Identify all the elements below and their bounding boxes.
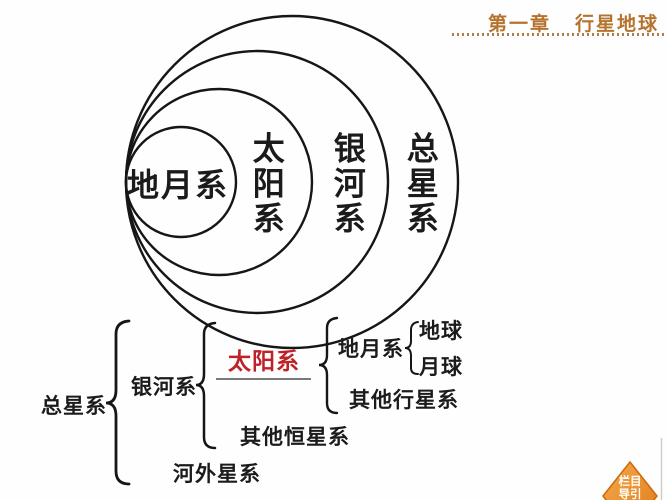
circle-label-solar-system: 太阳系 bbox=[248, 131, 285, 237]
brace-milky-way bbox=[195, 321, 217, 450]
ring-total-galaxy bbox=[124, 14, 460, 350]
tree-label-earth: 地球 bbox=[419, 318, 463, 343]
brace-solar-system bbox=[318, 316, 339, 415]
chapter-header: 第一章 行星地球 bbox=[488, 9, 659, 36]
badge-diamond-icon[interactable] bbox=[602, 460, 658, 500]
tree-label-extragalactic-systems: 河外星系 bbox=[173, 461, 261, 486]
corner-badge[interactable]: 栏目 导引 bbox=[602, 460, 658, 500]
badge-line2: 导引 bbox=[619, 487, 642, 500]
tree-label-other-planet-systems: 其他行星系 bbox=[349, 387, 459, 412]
tree-label-total-galaxy: 总星系 bbox=[41, 393, 107, 418]
chapter-title: 行星地球 bbox=[574, 14, 659, 35]
tree-label-other-star-systems: 其他恒星系 bbox=[240, 424, 350, 449]
tree-label-earth-moon-system: 地月系 bbox=[338, 336, 404, 361]
brace-earth-moon bbox=[404, 321, 419, 375]
badge-line1: 栏目 bbox=[619, 474, 642, 488]
chapter-number: 第一章 bbox=[487, 14, 551, 35]
circle-label-milky-way: 银河系 bbox=[329, 131, 366, 237]
brace-total-galaxy bbox=[105, 319, 131, 486]
circle-label-earth-moon-system: 地月系 bbox=[126, 167, 230, 204]
tree-label-solar-system-highlighted: 太阳系 bbox=[228, 348, 300, 374]
header-dotted-rule bbox=[452, 33, 667, 36]
tree-label-milky-way: 银河系 bbox=[131, 374, 197, 399]
tree-label-moon: 月球 bbox=[419, 354, 463, 379]
circle-label-total-galaxy: 总星系 bbox=[402, 131, 439, 237]
